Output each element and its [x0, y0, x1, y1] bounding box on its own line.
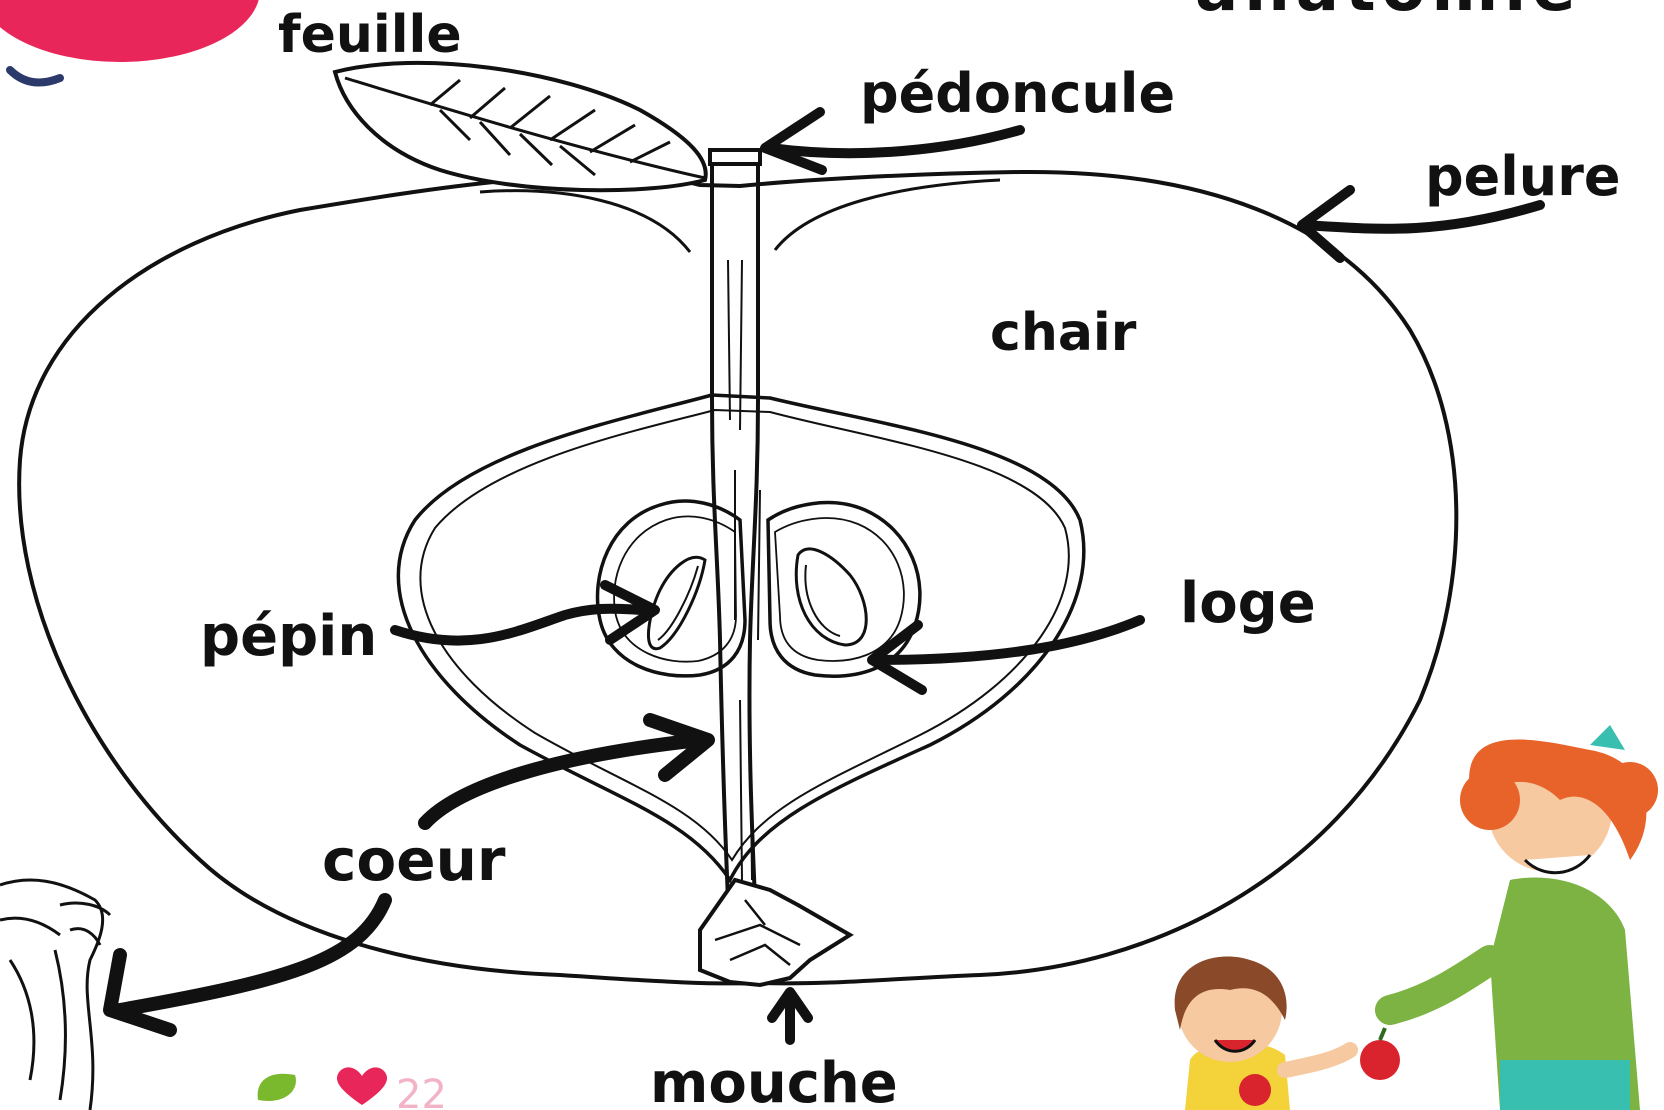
pink-blob-decoration: [0, 0, 260, 83]
label-pedoncule: pédoncule: [860, 62, 1175, 125]
apple-in-hand: [1360, 1040, 1400, 1080]
leaf: [335, 63, 706, 190]
label-pelure: pelure: [1425, 145, 1621, 208]
leaf-icon: [258, 1074, 296, 1101]
label-feuille: feuille: [278, 5, 462, 65]
sketch-fragment: [0, 880, 110, 1110]
heart-icon: [337, 1067, 387, 1105]
illustration-woman-girl: [1175, 725, 1658, 1110]
label-loge: loge: [1180, 571, 1316, 636]
woman-figure: [1390, 725, 1658, 1110]
flesh-line-right: [775, 180, 1000, 250]
arrow-coeur-down-head: [110, 955, 170, 1030]
arrow-coeur-down: [120, 900, 385, 1010]
social-bar: 22: [258, 1067, 447, 1110]
label-mouche: mouche: [650, 1051, 898, 1110]
stem-top: [710, 150, 760, 164]
like-count: 22: [396, 1072, 447, 1110]
seed-right: [796, 549, 866, 645]
flesh-line-left: [480, 191, 690, 252]
label-coeur: coeur: [322, 826, 506, 894]
arrow-pelure: [1305, 205, 1540, 229]
apple-on-shirt: [1239, 1074, 1271, 1106]
arrow-pedoncule: [770, 130, 1020, 153]
label-pepin: pépin: [200, 604, 377, 669]
page-title: anatomie: [1195, 0, 1582, 26]
arrow-coeur-up: [425, 740, 700, 823]
arrow-pedoncule-head: [765, 112, 822, 170]
label-chair: chair: [990, 303, 1137, 363]
